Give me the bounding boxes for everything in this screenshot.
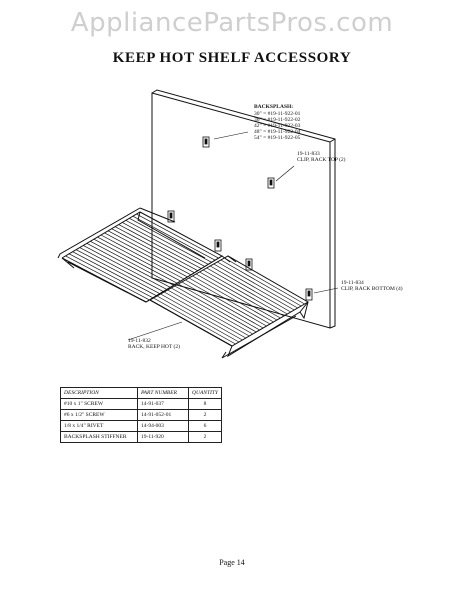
backsplash-callout-line: 36" = #19-11-922-02 bbox=[254, 117, 301, 123]
watermark: AppliancePartsPros.com bbox=[70, 8, 394, 38]
rack-wire bbox=[76, 249, 160, 294]
rack-label: RACK, KEEP HOT (2) bbox=[128, 343, 180, 350]
rack-wire bbox=[185, 279, 267, 327]
row-quantity: 2 bbox=[188, 431, 222, 443]
table-row: BACKSPLASH STIFFNER 19-11-920 2 bbox=[60, 431, 222, 443]
rack-left bbox=[57, 207, 231, 303]
rack-wire bbox=[100, 234, 185, 280]
rack-wire bbox=[178, 283, 260, 331]
rack-left-wires bbox=[65, 213, 219, 301]
backsplash-callout-line: 54" = #19-11-922-05 bbox=[254, 135, 301, 141]
rack-wire bbox=[72, 251, 157, 297]
table-row: #6 x 1/2" SCREW 14-91-052-01 2 bbox=[60, 409, 222, 421]
rack-wire bbox=[174, 285, 257, 333]
clip-top-number: 19-11-833 bbox=[297, 151, 320, 157]
row-description: #10 x 1" SCREW bbox=[60, 398, 138, 410]
rack-wire bbox=[206, 267, 288, 315]
row-quantity: 6 bbox=[188, 420, 222, 432]
rack-wire bbox=[217, 261, 298, 309]
rack-right-wires bbox=[153, 257, 305, 345]
rack-wire bbox=[156, 295, 240, 343]
rack-wire bbox=[90, 240, 174, 286]
clip-bottom-number: 19-11-834 bbox=[341, 280, 364, 286]
row-quantity: 2 bbox=[188, 409, 222, 421]
clip-top-group bbox=[202, 136, 275, 189]
rack-wire bbox=[65, 255, 150, 301]
row-part-number: 19-11-920 bbox=[137, 431, 189, 443]
column-header-quantity: QUANTITY bbox=[188, 387, 222, 399]
table-header-row: DESCRIPTION PART NUMBER QUANTITY bbox=[60, 387, 222, 399]
clip-top-label: CLIP, RACK TOP (2) bbox=[297, 156, 346, 163]
rack-wire bbox=[164, 291, 246, 339]
backsplash-callout-line: 30" = #19-11-922-01 bbox=[254, 111, 301, 117]
rack-wire bbox=[104, 232, 188, 278]
backsplash-callout-line: 48" = #19-11-922-04 bbox=[254, 129, 301, 135]
backsplash-callout-title: BACKSPLASH: bbox=[254, 104, 293, 110]
rack-wire bbox=[79, 247, 164, 292]
rack-wire bbox=[118, 224, 202, 269]
rack-wire bbox=[136, 213, 219, 259]
table-row: 1/8 x 1/4" RIVET 14-94-003 6 bbox=[60, 420, 222, 432]
row-quantity: 8 bbox=[188, 398, 222, 410]
row-part-number: 14-94-003 bbox=[137, 420, 189, 432]
row-description: BACKSPLASH STIFFNER bbox=[60, 431, 138, 443]
rack-wire bbox=[224, 257, 305, 305]
rack-wire bbox=[122, 222, 205, 267]
row-description: 1/8 x 1/4" RIVET bbox=[60, 420, 138, 432]
rack-wire bbox=[160, 293, 243, 341]
rack-wire bbox=[210, 265, 291, 313]
backsplash-callout-line: 42" = #19-11-922-03 bbox=[254, 123, 301, 129]
column-header-description: DESCRIPTION bbox=[60, 387, 138, 399]
rack-wire bbox=[111, 228, 195, 274]
row-part-number: 14-91-052-01 bbox=[137, 409, 189, 421]
rack-wire bbox=[132, 215, 216, 261]
rack-wire bbox=[195, 273, 278, 321]
rack-number: 19-11-832 bbox=[128, 338, 151, 344]
rack-wire bbox=[199, 271, 281, 319]
rack-right bbox=[149, 255, 310, 359]
rack-wire bbox=[203, 269, 284, 317]
rack-wire bbox=[107, 230, 192, 276]
page-number: Page 14 bbox=[219, 558, 245, 567]
rack-wire bbox=[93, 238, 178, 284]
rack-wire bbox=[192, 275, 274, 323]
rack-wire bbox=[220, 259, 302, 307]
rack-wire bbox=[213, 263, 295, 311]
rack-wire bbox=[181, 281, 264, 329]
rack-wire bbox=[68, 253, 154, 299]
rack-wire bbox=[171, 287, 253, 335]
shelf-diagram: BACKSPLASH: 30" = #19-11-922-01 36" = #1… bbox=[57, 89, 403, 359]
rack-wire bbox=[115, 226, 198, 271]
rack-wire bbox=[153, 297, 236, 345]
parts-table: DESCRIPTION PART NUMBER QUANTITY #10 x 1… bbox=[60, 387, 222, 443]
row-part-number: 14-91-037 bbox=[137, 398, 189, 410]
rack-wire bbox=[167, 289, 250, 337]
backsplash-panel bbox=[151, 89, 336, 329]
rack-wire bbox=[125, 220, 209, 265]
table-row: #10 x 1" SCREW 14-91-037 8 bbox=[60, 398, 222, 410]
rack-wire bbox=[83, 245, 167, 290]
clip-bottom-label: CLIP, RACK BOTTOM (4) bbox=[341, 285, 403, 292]
rack-wire bbox=[129, 217, 212, 263]
rack-wire bbox=[188, 277, 271, 325]
column-header-part-number: PART NUMBER bbox=[137, 387, 189, 399]
callout-leaders bbox=[127, 131, 339, 341]
page-title: KEEP HOT SHELF ACCESSORY bbox=[112, 50, 352, 66]
rack-wire bbox=[86, 243, 171, 288]
row-description: #6 x 1/2" SCREW bbox=[60, 409, 138, 421]
clip-bottom-group bbox=[167, 210, 313, 301]
rack-wire bbox=[97, 236, 181, 282]
